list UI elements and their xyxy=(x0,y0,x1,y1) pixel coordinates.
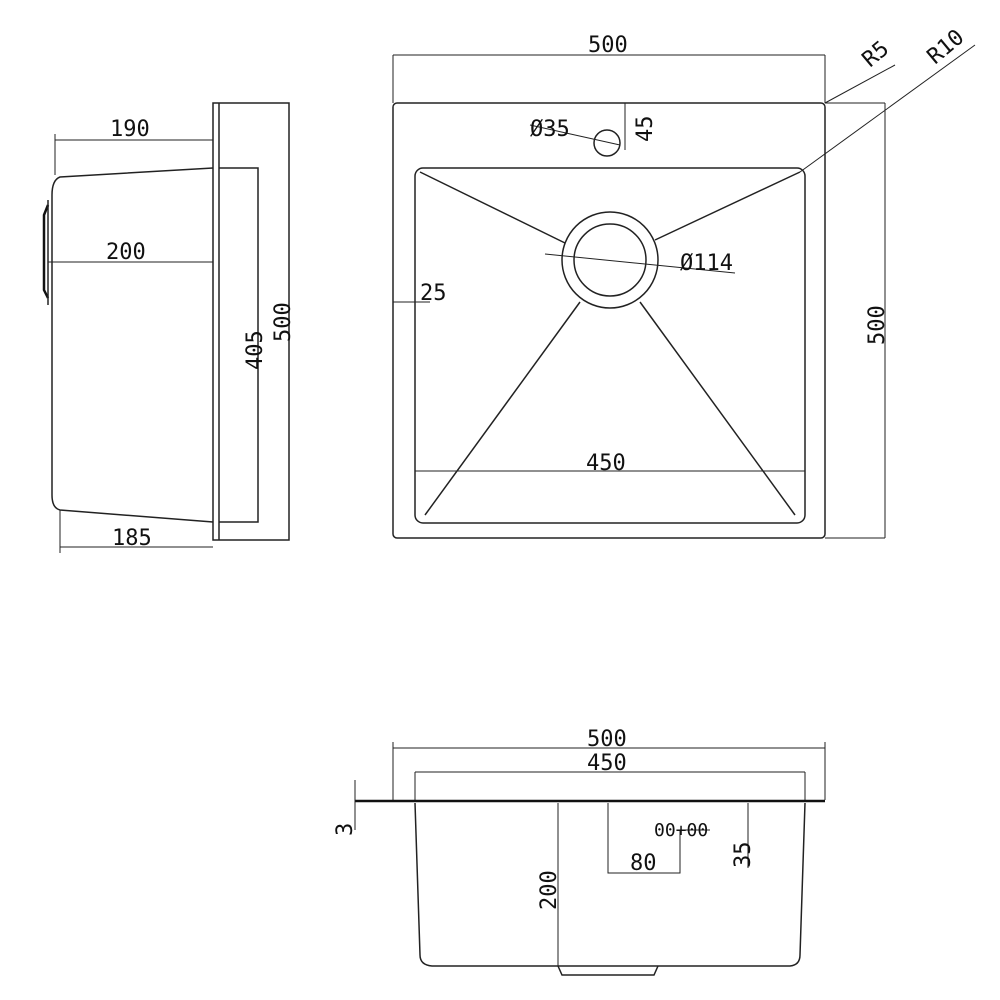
r10-label: R10 xyxy=(923,25,970,70)
front-drain xyxy=(557,965,659,976)
dim-200-front-label: 200 xyxy=(537,870,562,910)
tap-offset-label: 45 xyxy=(633,116,658,143)
overflow-label: 00+00 xyxy=(654,820,708,841)
tap-hole-leader xyxy=(529,124,621,146)
side-drain-protrusion xyxy=(42,204,50,299)
dim-500-right-label: 500 xyxy=(865,305,890,345)
slope-line-tr xyxy=(654,171,801,241)
dim-190-label: 190 xyxy=(110,117,150,142)
slope-line-bl xyxy=(424,301,581,516)
dim-405-label: 405 xyxy=(243,330,268,370)
r5-label: R5 xyxy=(858,36,894,72)
side-view: 190 200 185 405 500 xyxy=(42,102,296,553)
side-bowl-body xyxy=(51,167,214,523)
dim-450-top-label: 450 xyxy=(586,451,626,476)
dim-25-label: 25 xyxy=(420,281,447,306)
dim-drain-label: Ø114 xyxy=(680,251,733,276)
dim-200-label: 200 xyxy=(106,240,146,265)
front-view: 500 450 3 200 00+00 80 35 xyxy=(333,727,826,976)
drain-inner-circle xyxy=(573,223,647,297)
top-view: 450 Ø114 Ø35 45 25 500 500 R5 xyxy=(392,25,976,539)
r10-leader xyxy=(799,44,976,173)
top-outer-rect xyxy=(392,102,826,539)
slope-line-br xyxy=(639,301,796,516)
dim-185-label: 185 xyxy=(112,526,152,551)
dim-500-top-label: 500 xyxy=(588,33,628,58)
dim-500-side-label: 500 xyxy=(271,302,296,342)
r5-leader xyxy=(824,64,896,104)
side-bowl-inner-box xyxy=(219,167,259,523)
dim-35-label: 35 xyxy=(731,842,756,869)
dim-450-front-label: 450 xyxy=(587,751,627,776)
tap-hole-circle xyxy=(593,129,621,157)
dim-500-front-label: 500 xyxy=(587,727,627,752)
slope-line-tl xyxy=(419,171,566,244)
drain-outer-circle xyxy=(561,211,659,309)
top-bowl-rect xyxy=(414,167,806,524)
front-bowl-body xyxy=(414,802,806,967)
dim-80-label: 80 xyxy=(630,851,657,876)
overflow-box xyxy=(607,803,681,874)
dim-drain-leader xyxy=(544,253,736,274)
dim-3-label: 3 xyxy=(333,823,358,836)
side-flange-outline xyxy=(212,102,290,541)
tap-hole-label: Ø35 xyxy=(530,117,570,142)
